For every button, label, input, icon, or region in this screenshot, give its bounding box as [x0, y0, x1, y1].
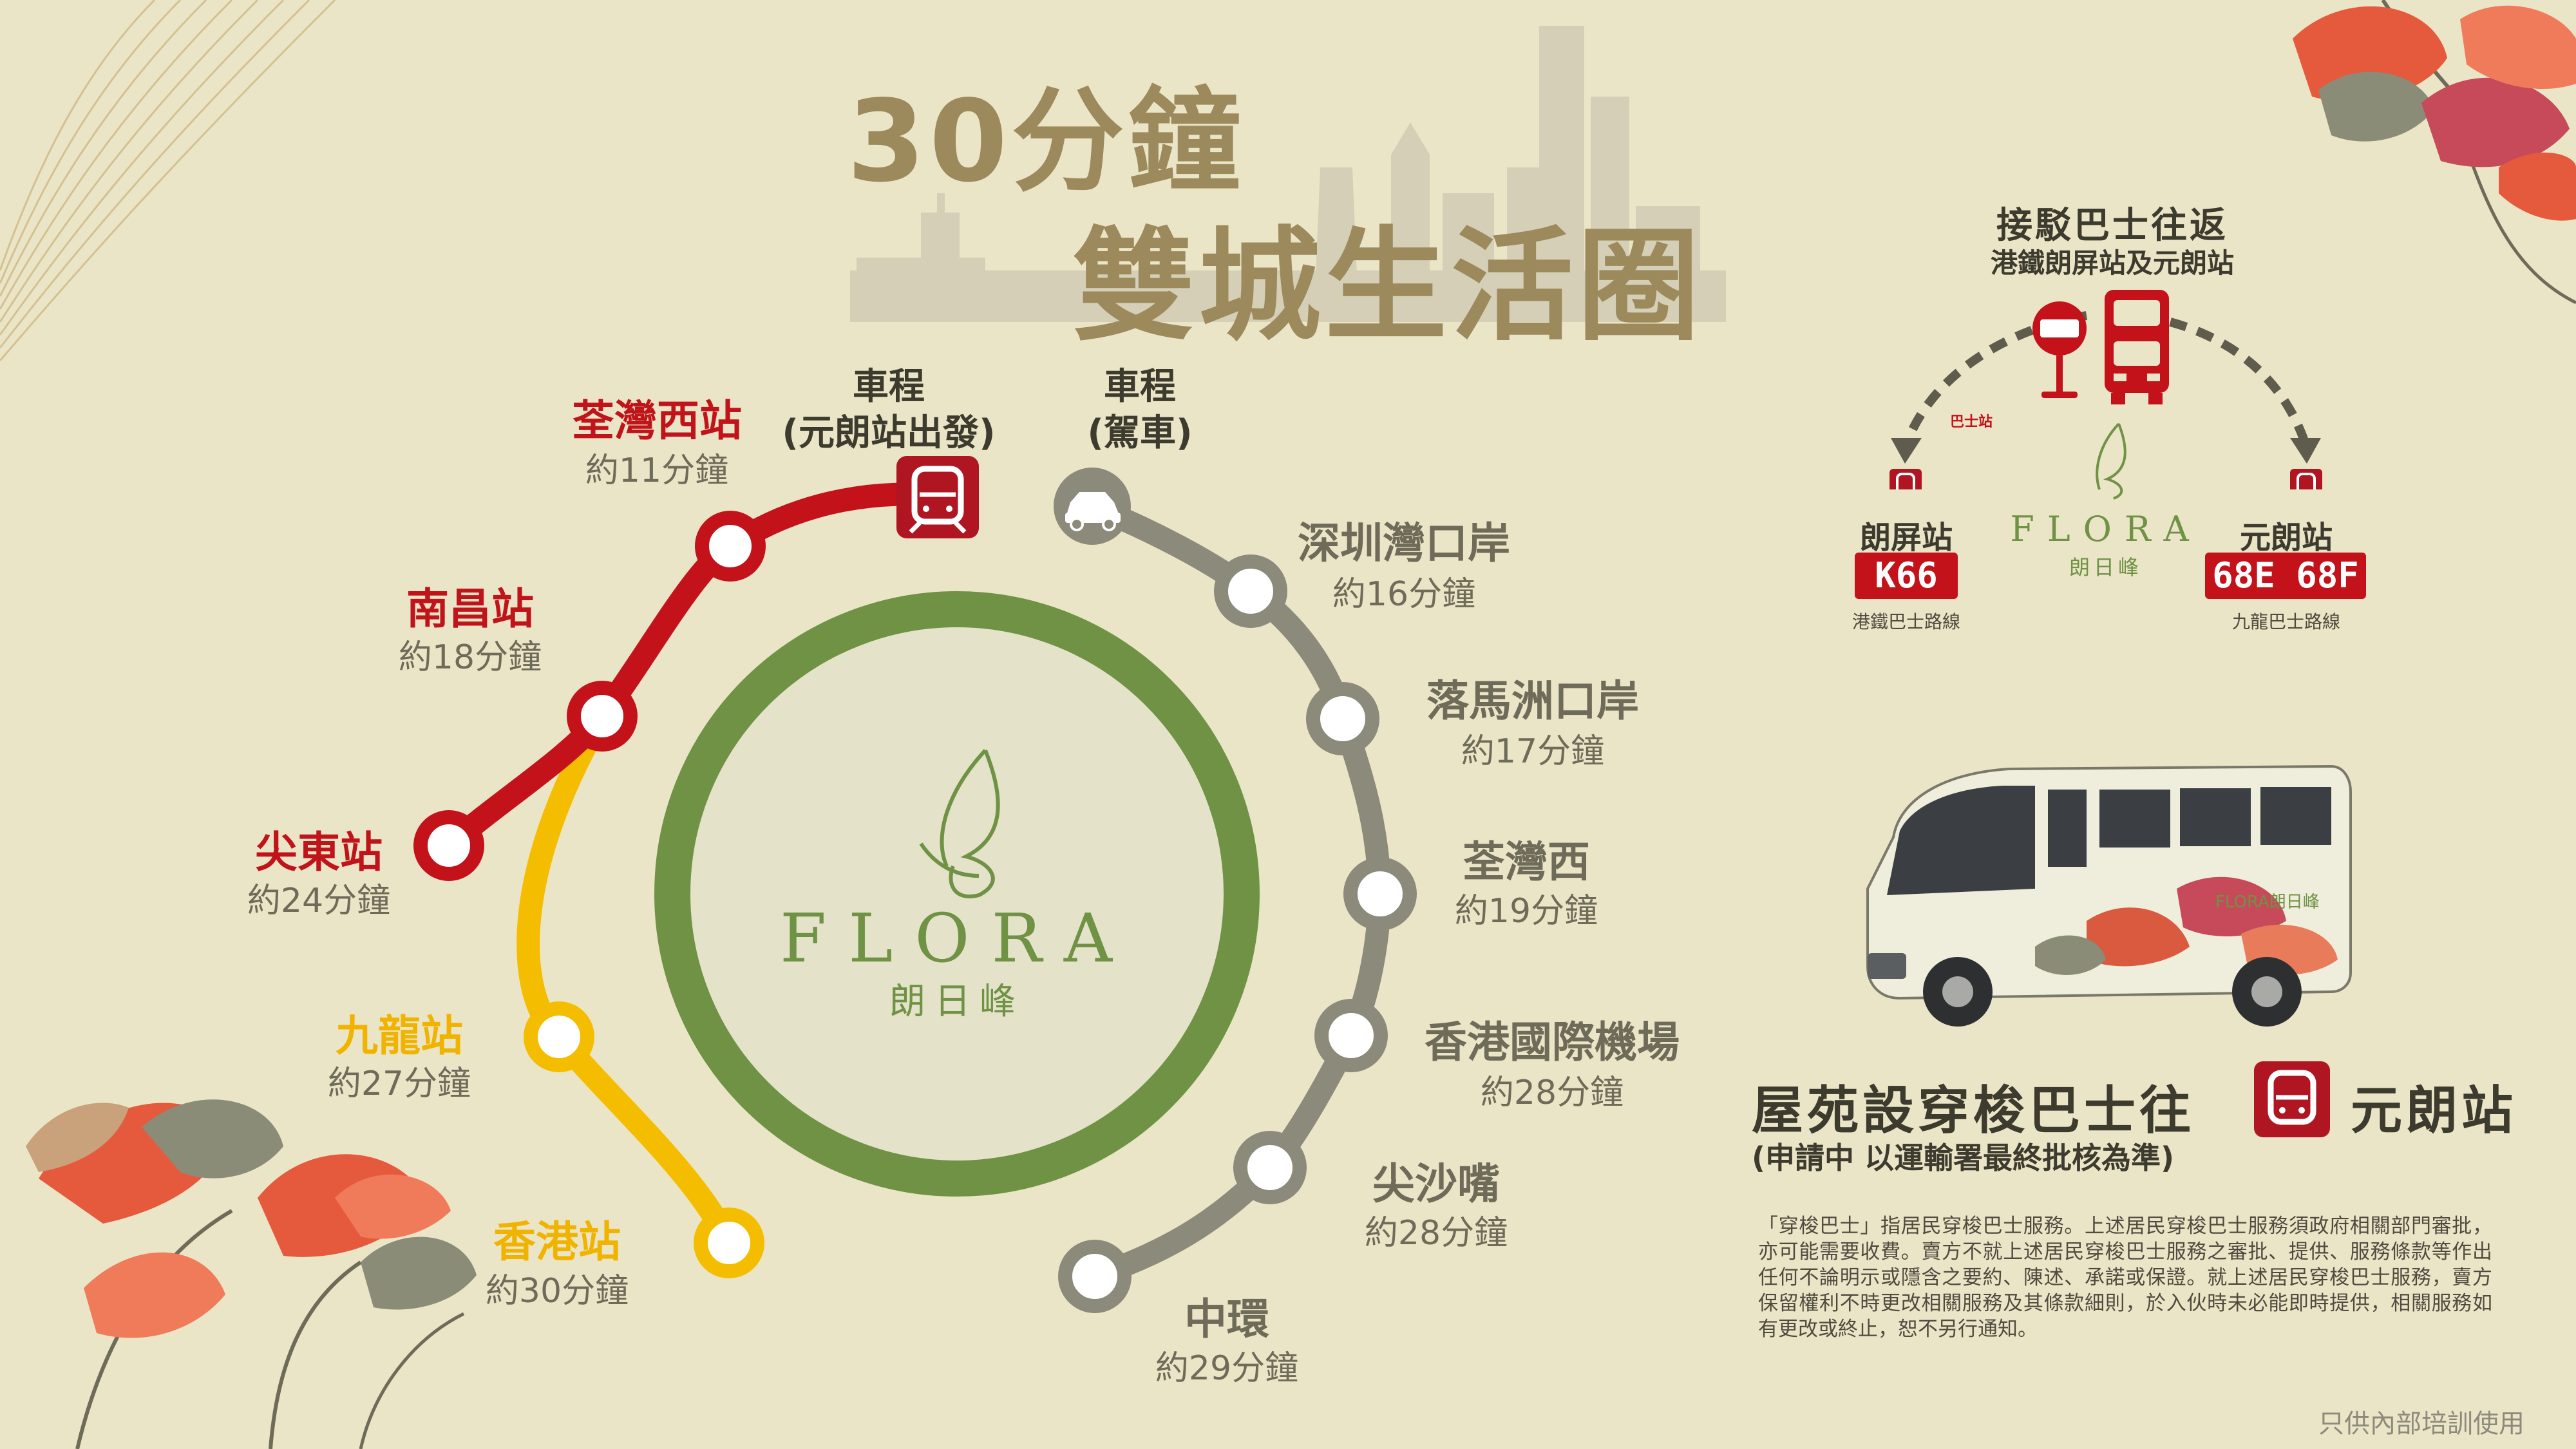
- mtr-icon-residents-bus: [2254, 1061, 2330, 1137]
- dest-time-tsuen-wan-west: 約19分鐘: [1454, 892, 1598, 931]
- dest-time-central: 約29分鐘: [1155, 1349, 1299, 1388]
- red-route-line: [437, 482, 947, 857]
- dest-dot-lok-ma-chau[interactable]: [1306, 682, 1379, 755]
- mtr-trip-header-line1: 車程: [853, 366, 925, 408]
- station-dot-hong-kong[interactable]: [694, 1208, 764, 1278]
- station-name-hong-kong: 香港站: [493, 1217, 621, 1267]
- mtr-icon-yuen-long: [2290, 469, 2322, 489]
- station-time-kowloon: 約27分鐘: [327, 1065, 471, 1103]
- car-trip-header: 車程 (駕車): [1043, 364, 1236, 457]
- route-badge-k66: K66: [1855, 553, 1958, 599]
- station-dot-kowloon[interactable]: [524, 1001, 594, 1072]
- title-line-1: 30分鐘: [847, 77, 1245, 207]
- footer-internal-use: 只供內部培訓使用: [2318, 1409, 2524, 1439]
- double-decker-bus-icon: [2105, 290, 2169, 404]
- shuttle-left-note: 港鐵巴士路線: [1852, 611, 1960, 632]
- dest-name-tsim-sha-tsui: 尖沙嘴: [1372, 1159, 1500, 1209]
- station-time-east-tsim-sha-tsui: 約24分鐘: [247, 882, 391, 920]
- title-line-2: 雙城生活圈: [1072, 215, 1704, 357]
- car-icon: [1054, 468, 1131, 545]
- mtr-trip-header: 車程 (元朗站出發): [773, 364, 1005, 457]
- shuttle-left-station: 朗屏站: [1859, 520, 1953, 556]
- flora-small-brand-name: FLORA: [2010, 509, 2202, 549]
- station-dot-tsuen-wan-west[interactable]: [695, 511, 766, 582]
- dest-dot-tsim-sha-tsui[interactable]: [1233, 1131, 1307, 1204]
- dest-name-lok-ma-chau: 落馬洲口岸: [1426, 676, 1639, 726]
- city-skyline-decoration: [850, 26, 1726, 322]
- car-trip-header-line1: 車程: [1104, 366, 1176, 408]
- flora-logo-small: [2096, 422, 2126, 500]
- bus-livery-text: FLORA朗日峰: [2215, 893, 2320, 912]
- station-name-kowloon: 九龍站: [336, 1011, 463, 1061]
- dest-name-tsuen-wan-west: 荃灣西: [1463, 837, 1590, 887]
- dest-name-central: 中環: [1184, 1294, 1269, 1344]
- disclaimer-text: 「穿梭巴士」指居民穿梭巴士服務。上述居民穿梭巴士服務須政府相關部門審批，亦可能需…: [1758, 1215, 2492, 1341]
- station-name-east-tsim-sha-tsui: 尖東站: [255, 828, 383, 877]
- residents-bus-title: 屋苑設穿梭巴士往: [1752, 1081, 2195, 1141]
- gold-wave-decoration: [0, 0, 336, 361]
- flora-brand-name: FLORA: [780, 899, 1134, 978]
- flora-logo-mark: [919, 748, 1000, 898]
- dest-time-lok-ma-chau: 約17分鐘: [1461, 732, 1605, 771]
- dest-dot-central[interactable]: [1058, 1240, 1132, 1313]
- flora-small-brand-chinese: 朗日峰: [2069, 555, 2143, 580]
- station-dot-nam-cheong[interactable]: [567, 681, 638, 752]
- dest-name-shenzhen-bay: 深圳灣口岸: [1298, 518, 1510, 568]
- dest-dot-shenzhen-bay[interactable]: [1214, 554, 1287, 628]
- shuttle-right-note: 九龍巴士路線: [2231, 611, 2340, 632]
- shuttle-title: 接駁巴士往返: [1996, 205, 2228, 247]
- shuttle-subtitle: 港鐵朗屏站及元朗站: [1990, 247, 2234, 279]
- car-trip-header-line2: (駕車): [1087, 412, 1193, 454]
- station-time-hong-kong: 約30分鐘: [485, 1272, 629, 1311]
- route-badge-68e-68f: 68E 68F: [2205, 553, 2366, 599]
- dest-time-shenzhen-bay: 約16分鐘: [1332, 575, 1476, 614]
- station-name-nam-cheong: 南昌站: [406, 584, 534, 634]
- residents-bus-destination: 元朗站: [2351, 1081, 2517, 1141]
- flora-brand-chinese: 朗日峰: [889, 981, 1025, 1023]
- bus-stop-sign-icon: [2032, 301, 2087, 398]
- coach-bus-illustration: [1866, 764, 2352, 1027]
- mtr-icon-long-ping: [1889, 469, 1922, 489]
- flower-decoration-bottom-left: [26, 1099, 477, 1449]
- flower-decoration-top-right: [2293, 0, 2576, 305]
- station-time-tsuen-wan-west: 約11分鐘: [585, 451, 729, 490]
- station-time-nam-cheong: 約18分鐘: [398, 638, 542, 677]
- shuttle-diagram: [1889, 290, 2322, 489]
- bus-stop-sign-text: 巴士站: [1950, 414, 1993, 430]
- residents-bus-note: (申請中 以運輸署最終批核為準): [1752, 1141, 2175, 1175]
- dest-time-airport: 約28分鐘: [1480, 1074, 1624, 1112]
- dest-time-tsim-sha-tsui: 約28分鐘: [1364, 1214, 1508, 1253]
- shuttle-right-station: 元朗站: [2239, 520, 2333, 556]
- dest-name-airport: 香港國際機場: [1425, 1018, 1680, 1067]
- station-dot-east-tsim-sha-tsui[interactable]: [413, 810, 484, 881]
- mtr-train-icon: [896, 456, 979, 538]
- station-name-tsuen-wan-west: 荃灣西站: [572, 396, 742, 446]
- arrow-to-yuen-long: [2169, 317, 2310, 446]
- dest-dot-airport[interactable]: [1314, 999, 1388, 1072]
- dest-dot-tsuen-wan-west[interactable]: [1343, 857, 1417, 931]
- mtr-trip-header-line2: (元朗站出發): [782, 412, 996, 454]
